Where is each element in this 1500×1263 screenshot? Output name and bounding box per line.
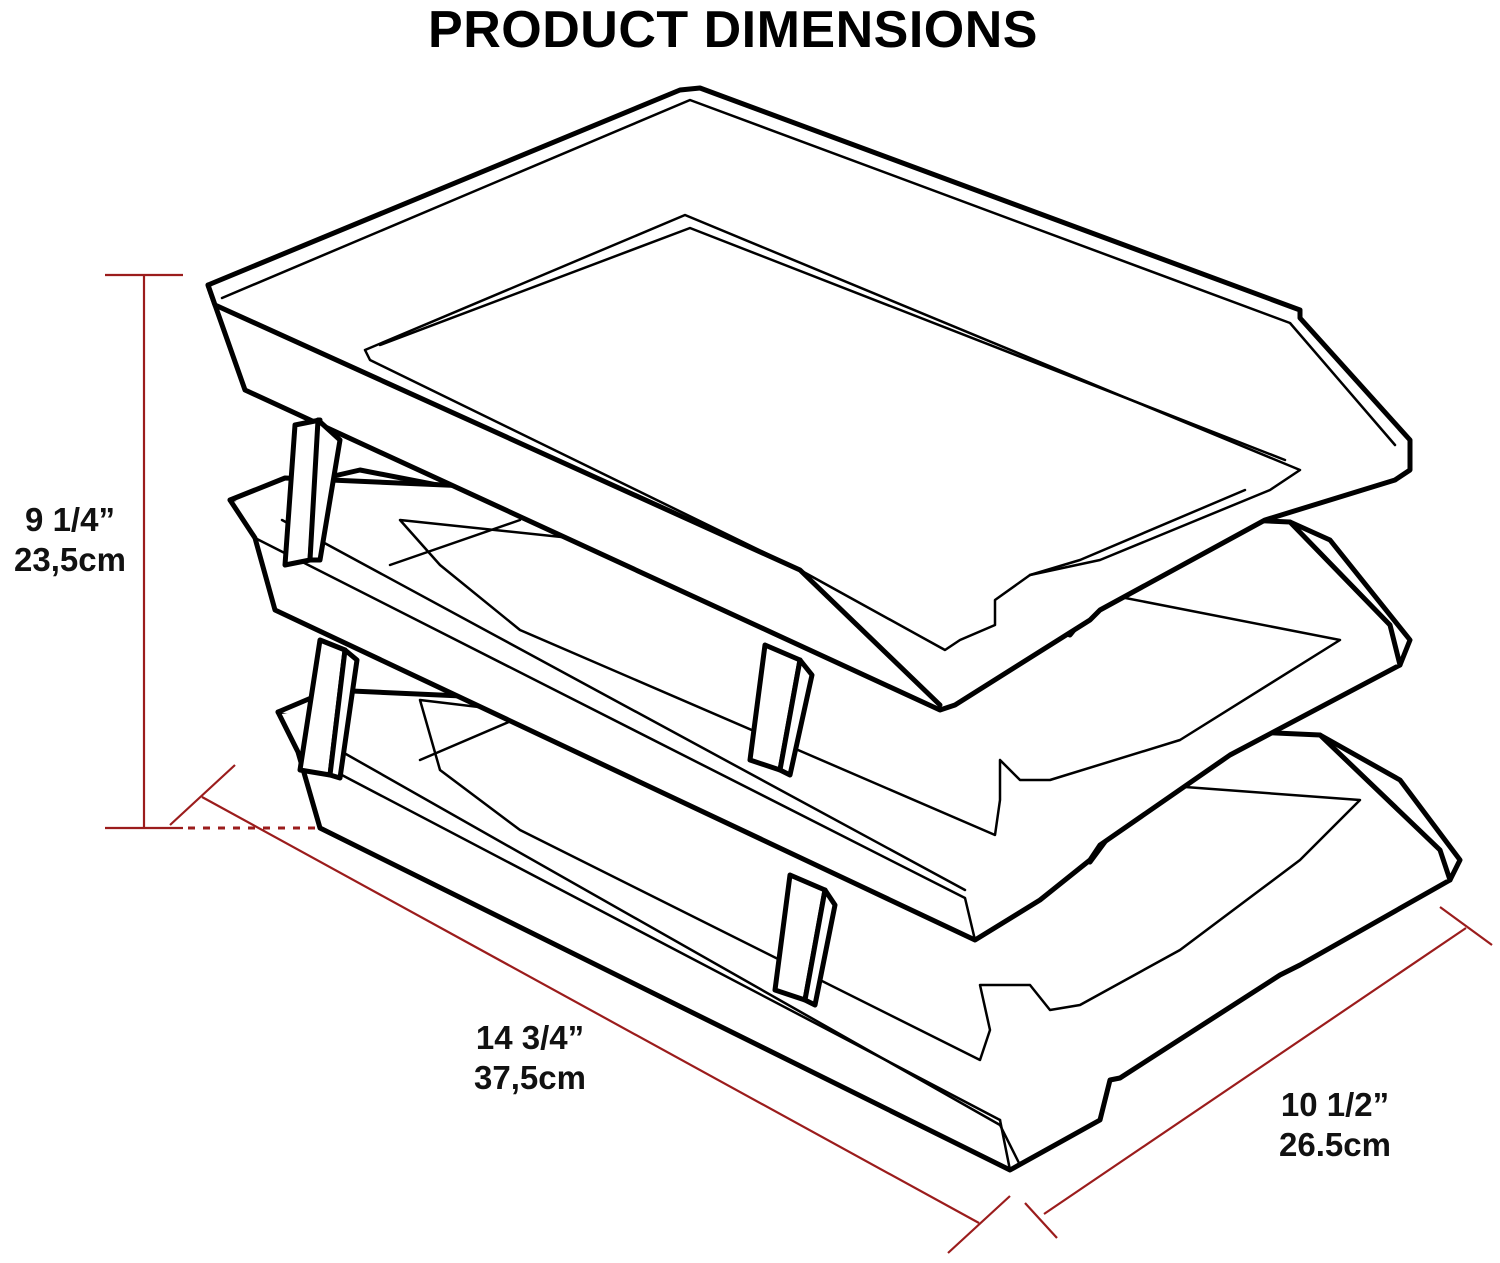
height-imperial: 9 1/4” xyxy=(25,501,115,538)
length-metric: 37,5cm xyxy=(474,1059,586,1096)
length-dimension-line xyxy=(169,764,1011,1254)
height-dimension-line xyxy=(105,273,318,830)
top-tray xyxy=(205,85,1413,713)
width-label: 10 1/2” 26.5cm xyxy=(1250,1085,1420,1165)
width-metric: 26.5cm xyxy=(1279,1126,1391,1163)
width-dimension-line xyxy=(1024,906,1493,1239)
width-imperial: 10 1/2” xyxy=(1280,1086,1390,1123)
height-label: 9 1/4” 23,5cm xyxy=(0,500,140,580)
tray-clips xyxy=(282,417,838,1008)
length-label: 14 3/4” 37,5cm xyxy=(440,1018,620,1098)
length-imperial: 14 3/4” xyxy=(475,1019,585,1056)
height-metric: 23,5cm xyxy=(14,541,126,578)
page-title: PRODUCT DIMENSIONS xyxy=(428,1,1038,59)
